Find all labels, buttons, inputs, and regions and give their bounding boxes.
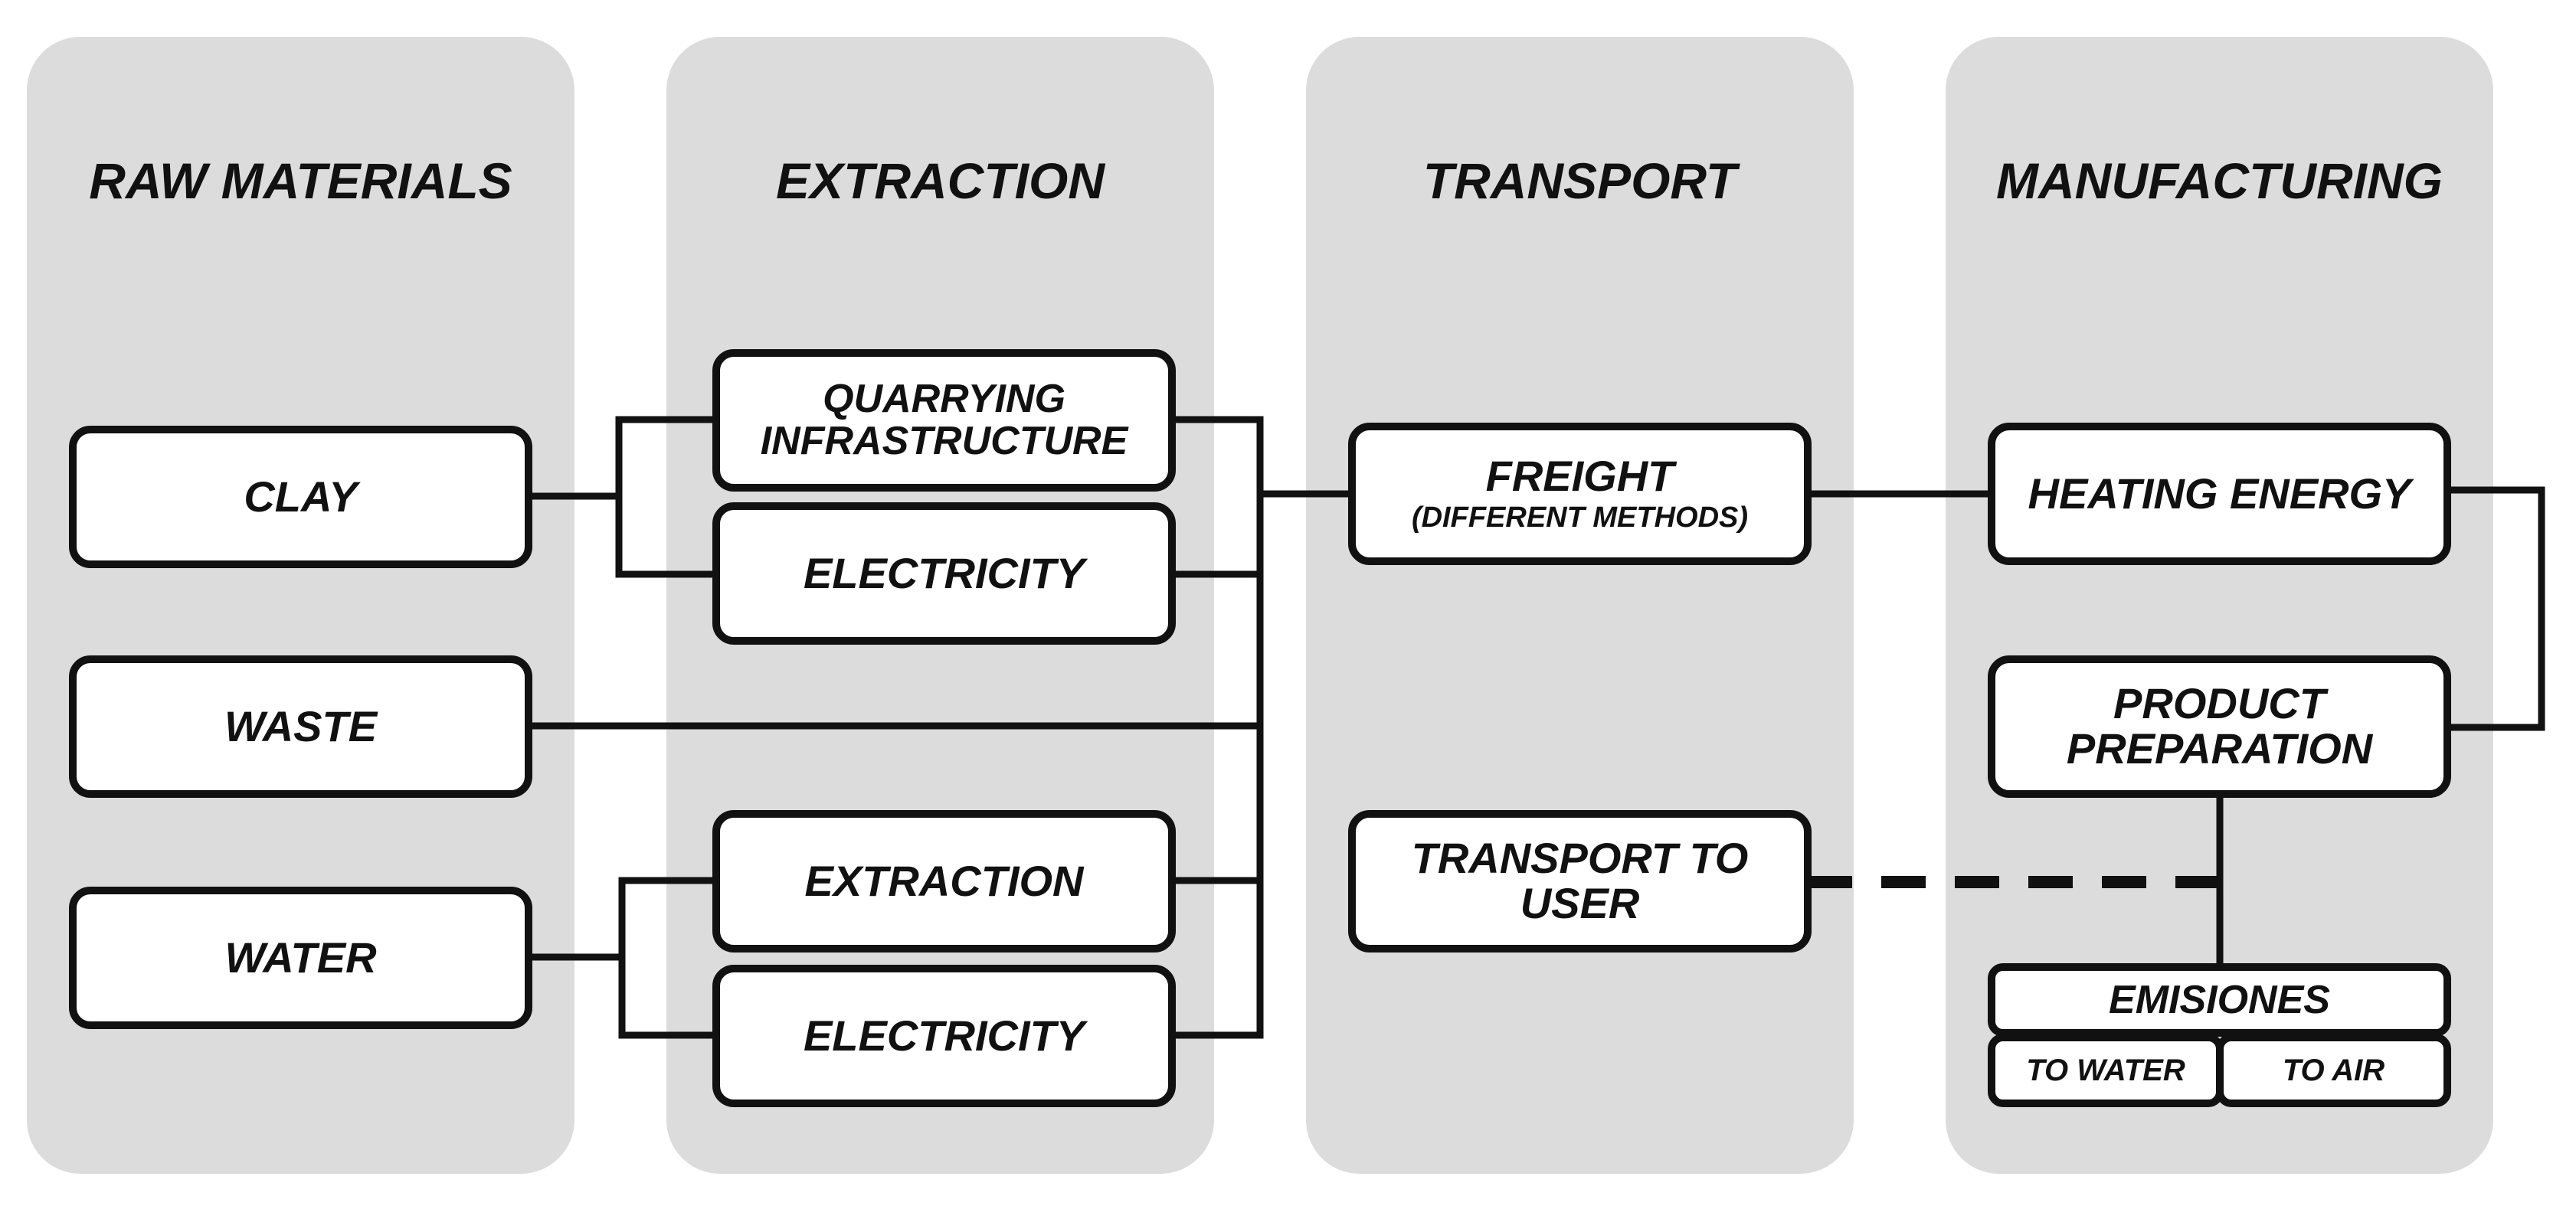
label-preparation: PREPARATION [2066,724,2373,773]
box-electricity-1: ELECTRICITY [712,502,1176,645]
box-product-preparation: PRODUCT PREPARATION [1988,655,2451,798]
column-title-extraction: EXTRACTION [776,152,1105,209]
column-title-manufacturing: MANUFACTURING [1996,152,2443,209]
box-to-water: TO WATER [1988,1034,2224,1107]
label-quarrying: QUARRYING [823,377,1065,422]
box-electricity-2: ELECTRICITY [712,965,1176,1107]
box-transport-to-user: TRANSPORT TO USER [1348,810,1812,952]
box-to-air: TO AIR [2216,1034,2451,1107]
label-waste: WASTE [224,701,378,750]
label-water: WATER [224,933,377,982]
label-infrastructure: INFRASTRUCTURE [760,419,1128,463]
label-user: USER [1520,879,1640,927]
box-clay: CLAY [69,426,532,568]
box-waste: WASTE [69,655,532,798]
column-transport [1306,37,1854,1174]
column-title-transport: TRANSPORT [1422,152,1737,209]
box-freight: FREIGHT (DIFFERENT METHODS) [1348,423,1812,565]
label-emissions: EMISIONES [2109,977,2330,1022]
label-to-air: TO AIR [2282,1054,2385,1087]
label-electricity-2: ELECTRICITY [803,1011,1085,1060]
label-electricity-1: ELECTRICITY [803,548,1085,597]
label-extraction: EXTRACTION [804,856,1084,905]
label-freight-methods: (DIFFERENT METHODS) [1411,502,1749,534]
label-heating-energy: HEATING ENERGY [2028,469,2411,518]
label-product: PRODUCT [2113,679,2326,728]
column-title-raw-materials: RAW MATERIALS [89,152,512,209]
box-quarrying-infrastructure: QUARRYING INFRASTRUCTURE [712,349,1176,492]
box-emissions: EMISIONES [1988,963,2451,1037]
label-transport-to: TRANSPORT TO [1411,834,1749,883]
label-clay: CLAY [244,472,358,521]
box-extraction: EXTRACTION [712,810,1176,952]
box-heating-energy: HEATING ENERGY [1988,423,2451,565]
box-water: WATER [69,887,532,1029]
label-to-water: TO WATER [2026,1054,2185,1087]
label-freight: FREIGHT [1485,451,1674,500]
